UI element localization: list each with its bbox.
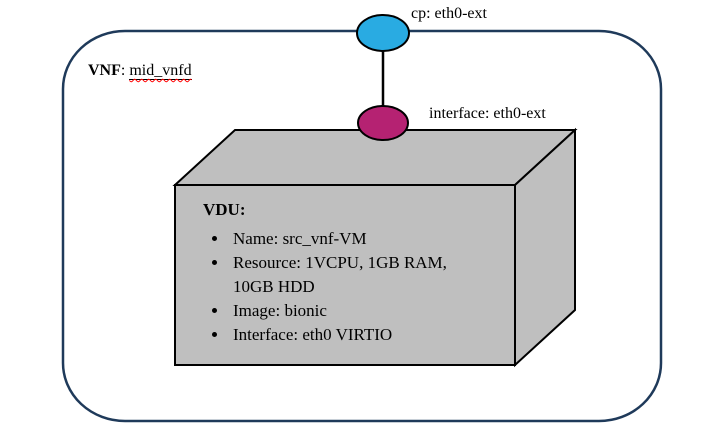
vdu-text-block: VDU: Name: src_vnf-VM Resource: 1VCPU, 1… xyxy=(203,198,471,347)
cp-node xyxy=(356,14,410,52)
vnf-name: mid_vnfd xyxy=(129,62,192,80)
vdu-bullet-image: Image: bionic xyxy=(229,299,471,323)
vdu-bullet-interface: Interface: eth0 VIRTIO xyxy=(229,323,471,347)
vdu-title: VDU: xyxy=(203,200,246,219)
vnf-label: VNF: mid_vnfd xyxy=(88,61,192,80)
cp-label: cp: eth0-ext xyxy=(411,5,487,22)
vnf-label-separator: : xyxy=(120,62,130,79)
vdu-bullet-list: Name: src_vnf-VM Resource: 1VCPU, 1GB RA… xyxy=(203,227,471,347)
vdu-box-front-face xyxy=(174,184,516,366)
vdu-bullet-resource: Resource: 1VCPU, 1GB RAM, 10GB HDD xyxy=(229,251,471,299)
vdu-bullet-name: Name: src_vnf-VM xyxy=(229,227,471,251)
interface-node xyxy=(357,105,409,141)
interface-label: interface: eth0-ext xyxy=(429,105,546,122)
vnf-label-prefix: VNF xyxy=(88,62,121,79)
